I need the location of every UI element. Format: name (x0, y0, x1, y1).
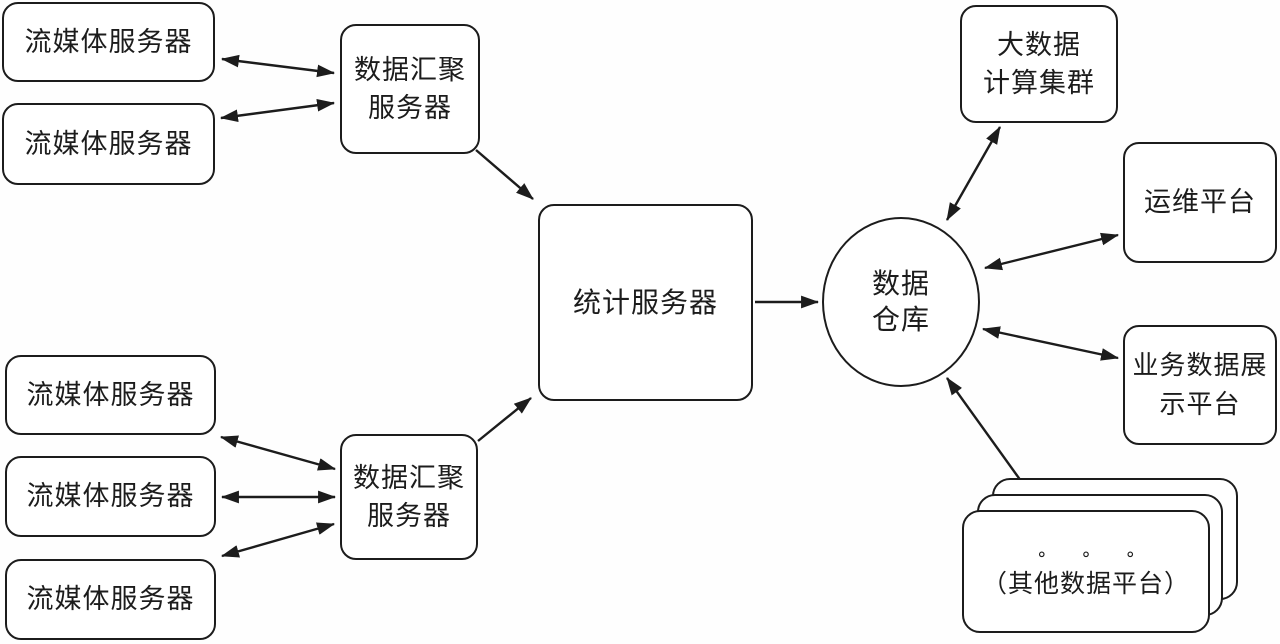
node-label-line1: 数据汇聚 (353, 462, 465, 493)
edge-stream3-agg2 (219, 435, 337, 471)
node-label-line1: 数据 (871, 267, 930, 299)
node-bigdata-computing-cluster: 大数据 计算集群 (960, 5, 1118, 123)
node-label-line1: 业务数据展 (1132, 350, 1268, 380)
edge-stream2-agg1 (219, 98, 336, 123)
node-streaming-server-5: 流媒体服务器 (5, 559, 216, 640)
node-streaming-server-1: 流媒体服务器 (2, 2, 215, 82)
node-label-line2: 服务器 (367, 501, 451, 531)
node-business-data-display-platform: 业务数据展 示平台 (1123, 325, 1277, 445)
edge-agg1-stats (475, 149, 534, 200)
node-streaming-server-4: 流媒体服务器 (5, 456, 216, 537)
node-label: 流媒体服务器 (26, 584, 195, 615)
node-label-line2: 服务器 (368, 93, 452, 123)
node-label: （其他数据平台） (981, 569, 1190, 598)
node-data-warehouse: 数据 仓库 (822, 217, 980, 387)
node-label-line2: 示平台 (1159, 389, 1241, 419)
node-data-aggregation-server-1: 数据汇聚 服务器 (340, 24, 480, 154)
node-label: 流媒体服务器 (24, 26, 193, 57)
node-other-data-platforms: ∘ ∘ ∘ （其他数据平台） (962, 510, 1210, 633)
ellipsis-dots: ∘ ∘ ∘ (1036, 543, 1150, 564)
edge-stream5-agg2 (220, 522, 336, 558)
edge-stream1-agg1 (220, 54, 336, 78)
edge-warehouse-ops (983, 232, 1120, 271)
node-label: 流媒体服务器 (24, 128, 193, 159)
node-label: 统计服务器 (572, 286, 718, 318)
node-label: 流媒体服务器 (26, 379, 195, 410)
node-operations-platform: 运维平台 (1123, 142, 1277, 263)
node-label: 运维平台 (1144, 187, 1256, 218)
node-streaming-server-3: 流媒体服务器 (5, 355, 216, 435)
node-label-line2: 仓库 (871, 304, 930, 335)
node-label-line1: 数据汇聚 (354, 54, 466, 85)
node-label-line2: 计算集群 (983, 68, 1095, 98)
node-streaming-server-2: 流媒体服务器 (2, 103, 215, 185)
node-label-line1: 大数据 (997, 29, 1081, 60)
node-label: 流媒体服务器 (26, 481, 195, 512)
node-data-aggregation-server-2: 数据汇聚 服务器 (340, 434, 478, 560)
edge-agg2-stats (477, 397, 532, 442)
edge-warehouse-bigdata (945, 126, 1002, 221)
edge-warehouse-display (981, 326, 1120, 361)
node-statistics-server: 统计服务器 (538, 204, 753, 401)
